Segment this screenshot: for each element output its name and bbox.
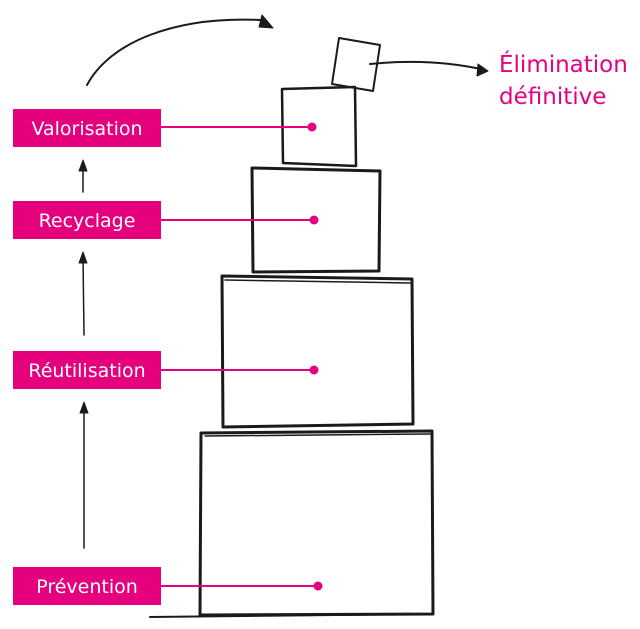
label-box-valorisation xyxy=(13,109,161,147)
up-arrow-reutilisation-recyclage xyxy=(82,257,85,336)
stack-box-valorisation xyxy=(280,85,358,168)
label-reutilisation: Réutilisation xyxy=(28,360,145,382)
tilted-box-elimination xyxy=(331,37,381,92)
elimination-label-line1: Élimination xyxy=(499,50,628,78)
connector-dot-reutilisation xyxy=(309,365,319,375)
arrow-to-elimination xyxy=(369,61,486,71)
label-box-reutilisation xyxy=(13,351,161,389)
label-valorisation: Valorisation xyxy=(31,118,142,140)
label-box-recyclage xyxy=(13,201,161,239)
stack-box-reutilisation xyxy=(220,274,415,429)
label-recyclage: Recyclage xyxy=(39,210,136,232)
label-prevention: Prévention xyxy=(36,576,138,598)
label-box-prevention xyxy=(13,567,161,605)
connector-dot-valorisation xyxy=(307,122,317,132)
connector-dot-prevention xyxy=(313,581,323,591)
stack-box-recyclage xyxy=(250,166,382,274)
connector-dot-recyclage xyxy=(309,215,319,225)
elimination-label-line2: définitive xyxy=(499,84,606,110)
stack-box-prevention xyxy=(198,429,435,617)
curved-arrow xyxy=(86,18,261,86)
